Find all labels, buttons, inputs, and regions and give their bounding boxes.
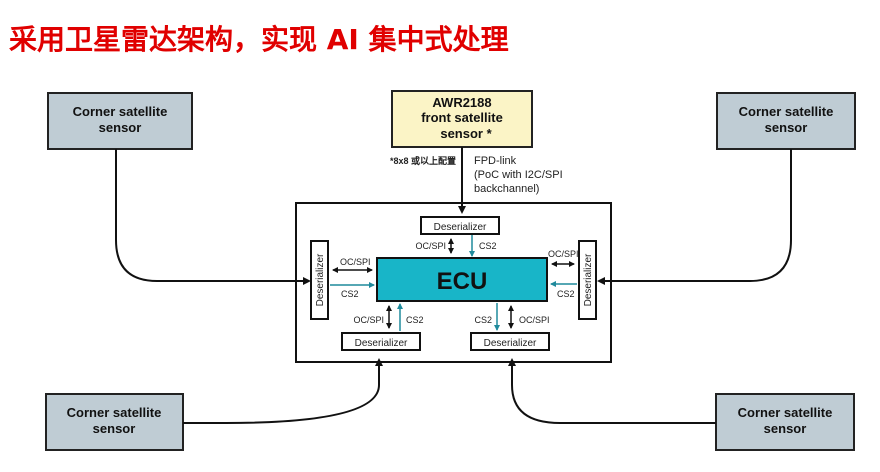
fpd-link-label: FPD-link (474, 155, 517, 167)
cs2-label: CS2 (406, 315, 424, 325)
oc-spi-label: OC/SPI (548, 249, 579, 259)
corner-sensor-label: Corner satellite (739, 104, 834, 119)
corner-sensor-label: sensor (765, 120, 808, 135)
svg-text:Deserializer: Deserializer (583, 253, 594, 306)
corner-sensor-label: Corner satellite (738, 405, 833, 420)
corner-sensor-label: sensor (99, 120, 142, 135)
front-sensor-label: sensor * (440, 126, 492, 141)
oc-spi-label: OC/SPI (353, 315, 384, 325)
ecu-block: ECU (376, 257, 548, 302)
svg-text:Deserializer: Deserializer (484, 338, 537, 349)
svg-text:Deserializer: Deserializer (355, 338, 408, 349)
fpd-link-label: backchannel) (474, 183, 539, 195)
cs2-label: CS2 (479, 241, 497, 251)
ecu-enclosure (295, 202, 612, 363)
fpd-link-label: (PoC with I2C/SPI (474, 169, 563, 181)
deserializer-left: Deserializer (310, 240, 329, 320)
page-title: 采用卫星雷达架构，实现 AI 集中式处理 (9, 23, 509, 56)
cs2-label: CS2 (341, 289, 359, 299)
front-sensor-label: AWR2188 (432, 95, 491, 110)
oc-spi-label: OC/SPI (340, 257, 371, 267)
top-left-link-line (115, 149, 311, 285)
cs2-label: CS2 (474, 315, 492, 325)
ecu-label: ECU (437, 268, 488, 295)
corner-sensor-top-left: Corner satellite sensor (47, 92, 193, 150)
corner-sensor-top-right: Corner satellite sensor (716, 92, 856, 150)
corner-sensor-label: Corner satellite (73, 104, 168, 119)
deserializer-bottom-right: Deserializer (470, 332, 550, 351)
corner-sensor-bottom-left: Corner satellite sensor (45, 393, 184, 451)
front-sensor-label: front satellite (421, 110, 503, 125)
front-satellite-sensor: AWR2188 front satellite sensor * (391, 90, 533, 148)
svg-text:Deserializer: Deserializer (315, 253, 326, 306)
oc-spi-label: OC/SPI (415, 241, 446, 251)
corner-sensor-label: sensor (764, 421, 807, 436)
corner-sensor-label: sensor (93, 421, 136, 436)
oc-spi-label: OC/SPI (519, 315, 550, 325)
deserializer-top: Deserializer (420, 216, 500, 235)
top-right-link-line (597, 149, 792, 285)
corner-sensor-bottom-right: Corner satellite sensor (715, 393, 855, 451)
bottom-right-link-line (508, 358, 716, 424)
deserializer-right: Deserializer (578, 240, 597, 320)
footnote: *8x8 或以上配置 (390, 155, 456, 166)
svg-text:Deserializer: Deserializer (434, 222, 487, 233)
cs2-label: CS2 (557, 289, 575, 299)
corner-sensor-label: Corner satellite (67, 405, 162, 420)
deserializer-bottom-left: Deserializer (341, 332, 421, 351)
bottom-left-link-line (183, 358, 383, 424)
